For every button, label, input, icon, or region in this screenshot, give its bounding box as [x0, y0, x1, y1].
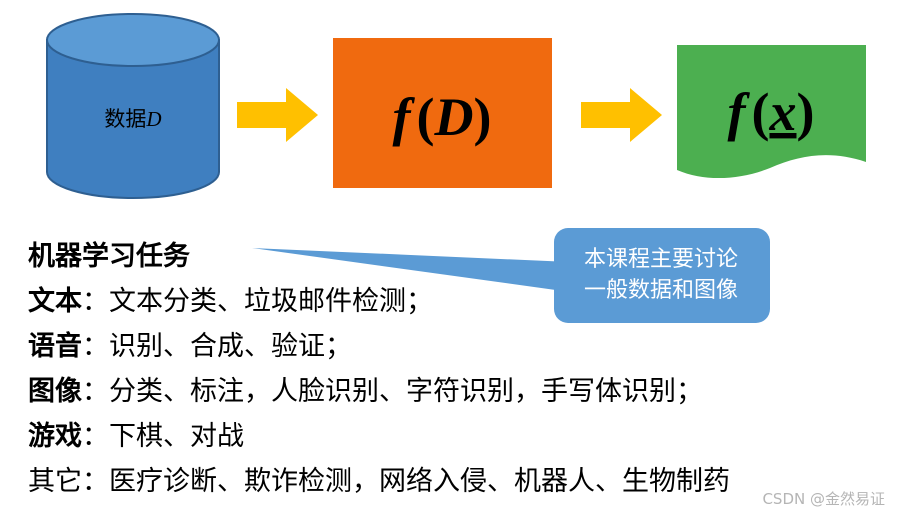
task-description: 医疗诊断、欺诈检测，网络入侵、机器人、生物制药 — [109, 466, 730, 497]
watermark: CSDN @金然易证 — [762, 490, 885, 508]
data-label: 数据D — [104, 107, 161, 131]
task-label: 游戏 — [28, 421, 82, 452]
document-shape-icon — [677, 45, 866, 179]
list-item: 其它：医疗诊断、欺诈检测，网络入侵、机器人、生物制药 — [28, 459, 730, 504]
task-label: 图像 — [28, 376, 82, 407]
task-description: 识别、合成、验证； — [109, 331, 352, 362]
arrow-right-icon — [237, 88, 318, 142]
task-list: 机器学习任务 文本：文本分类、垃圾邮件检测； 语音：识别、合成、验证； 图像：分… — [28, 234, 730, 504]
list-item: 图像：分类、标注，人脸识别、字符识别，手写体识别； — [28, 369, 730, 414]
task-separator: ： — [82, 331, 109, 362]
task-list-title: 机器学习任务 — [28, 241, 190, 272]
result-formula: f(x) — [728, 82, 815, 142]
function-formula: f(D) — [393, 87, 492, 147]
callout-line-1: 本课程主要讨论 — [583, 247, 738, 272]
callout-line-2: 一般数据和图像 — [583, 278, 738, 303]
task-separator: ： — [82, 286, 109, 317]
callout-text: 本课程主要讨论 一般数据和图像 — [556, 244, 766, 306]
task-separator: ： — [82, 466, 109, 497]
arrow-right-icon — [581, 88, 662, 142]
task-label: 其它 — [28, 466, 82, 497]
database-cylinder-icon — [46, 13, 220, 199]
task-description: 下棋、对战 — [109, 421, 244, 452]
function-box — [333, 38, 552, 188]
list-item: 游戏：下棋、对战 — [28, 414, 730, 459]
task-separator: ： — [82, 421, 109, 452]
task-label: 语音 — [28, 331, 82, 362]
task-description: 文本分类、垃圾邮件检测； — [109, 286, 433, 317]
task-separator: ： — [82, 376, 109, 407]
list-item: 语音：识别、合成、验证； — [28, 324, 730, 369]
task-label: 文本 — [28, 286, 82, 317]
list-item: 文本：文本分类、垃圾邮件检测； — [28, 279, 730, 324]
callout-bubble — [252, 228, 770, 323]
task-description: 分类、标注，人脸识别、字符识别，手写体识别； — [109, 376, 703, 407]
